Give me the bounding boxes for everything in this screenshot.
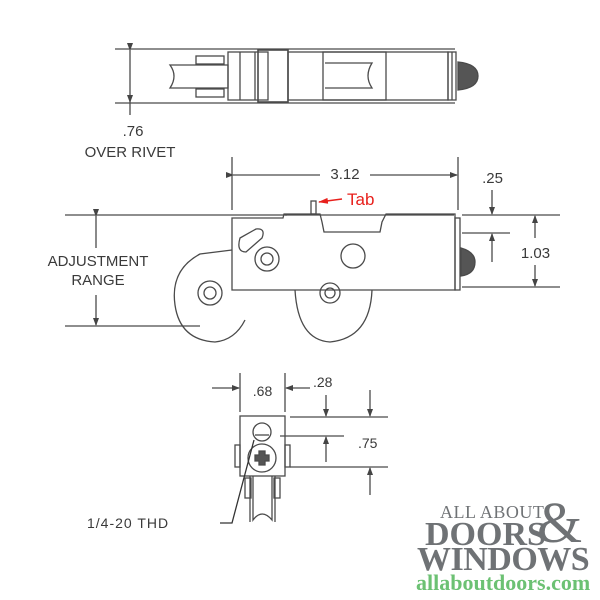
logo-url: allaboutdoors.com — [416, 570, 591, 595]
logo-line3: WINDOWS — [417, 541, 590, 578]
side-height-dimension: 1.03 — [520, 245, 551, 262]
end-height-dimension: .75 — [358, 435, 378, 451]
side-offset-dimension: .25 — [482, 170, 503, 187]
top-view — [115, 43, 479, 115]
tab-callout-arrow — [318, 197, 343, 204]
logo-line1: ALL ABOUT — [440, 502, 545, 522]
logo-ampersand: & — [537, 490, 583, 555]
tab-callout: Tab — [347, 190, 375, 209]
logo-line2: DOORS — [425, 516, 546, 553]
top-view-note: OVER RIVET — [84, 144, 176, 161]
end-view — [212, 373, 388, 524]
end-offset-dimension: .28 — [313, 374, 333, 390]
adjustment-label-line1: ADJUSTMENT — [47, 253, 149, 270]
adjustment-label-line2: RANGE — [71, 272, 125, 289]
side-view — [65, 157, 560, 343]
top-view-dimension: .76 — [122, 123, 144, 140]
end-width-dimension: .68 — [252, 383, 273, 399]
thread-callout: 1/4-20 THD — [87, 515, 170, 531]
side-width-dimension: 3.12 — [330, 166, 360, 183]
